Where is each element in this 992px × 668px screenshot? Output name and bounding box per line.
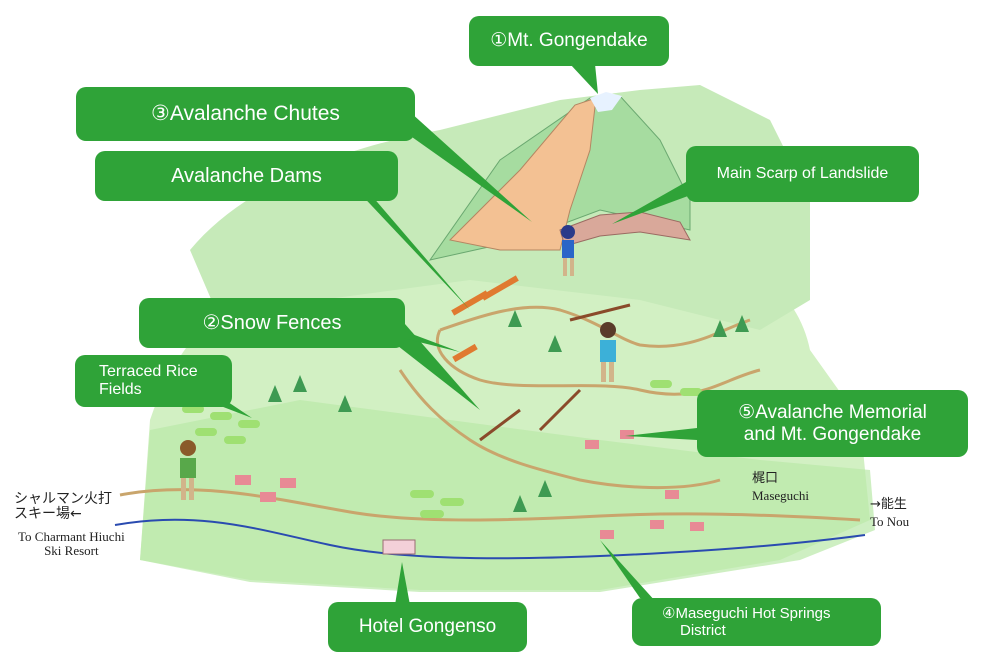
rice-field bbox=[195, 428, 217, 436]
pointer-hot-springs bbox=[600, 540, 656, 602]
pointer-avalanche-chutes bbox=[395, 112, 532, 222]
tree bbox=[538, 480, 552, 497]
rice-field bbox=[650, 380, 672, 388]
callout-avalanche-dams: Avalanche Dams bbox=[95, 151, 398, 201]
avalanche-dam bbox=[452, 343, 478, 363]
label-maseguchi: 梶口 Maseguchi bbox=[752, 472, 809, 502]
house bbox=[665, 490, 679, 499]
tree bbox=[508, 310, 522, 327]
rice-field bbox=[210, 412, 232, 420]
rice-field bbox=[238, 420, 260, 428]
tree bbox=[713, 320, 727, 337]
tree bbox=[735, 315, 749, 332]
pointer-avalanche-memorial bbox=[625, 428, 697, 440]
house bbox=[585, 440, 599, 449]
house bbox=[650, 520, 664, 529]
avalanche-dam bbox=[481, 275, 519, 301]
avalanche-dam bbox=[451, 290, 489, 316]
label-maseguchi-jp: 梶口 bbox=[752, 471, 779, 486]
pointer-hotel bbox=[395, 562, 410, 605]
tree bbox=[338, 395, 352, 412]
label-ski-resort-en: To Charmant Hiuchi Ski Resort bbox=[18, 530, 125, 557]
label-to-nou-jp: →能生 bbox=[870, 497, 907, 512]
callout-snow-fences: ②Snow Fences bbox=[139, 298, 405, 348]
snow-fence bbox=[479, 303, 631, 442]
label-ski-resort-en-line1: To Charmant Hiuchi bbox=[18, 529, 125, 544]
callout-snow-fences-label: ②Snow Fences bbox=[202, 311, 342, 334]
label-ski-resort-jp-line1: シャルマン火打 bbox=[14, 491, 112, 507]
summit-snow bbox=[590, 92, 622, 112]
label-ski-resort-en-line2: Ski Resort bbox=[44, 542, 99, 558]
tree bbox=[548, 335, 562, 352]
pointer-main-scarp bbox=[612, 182, 688, 224]
callout-terraced-rice-fields: Terraced Rice Fields bbox=[75, 355, 232, 407]
callout-hotel-gongenso-label: Hotel Gongenso bbox=[358, 616, 497, 638]
rice-field bbox=[224, 436, 246, 444]
house bbox=[600, 530, 614, 539]
valley-road bbox=[119, 488, 861, 522]
rice-field bbox=[680, 388, 702, 396]
tree bbox=[513, 495, 527, 512]
house bbox=[690, 522, 704, 531]
house bbox=[620, 430, 634, 439]
label-to-nou-en: To Nou bbox=[870, 513, 910, 529]
callout-maseguchi-hot-springs: ④Maseguchi Hot Springs District bbox=[632, 598, 881, 646]
label-ski-resort-jp-line2: スキー場← bbox=[14, 505, 82, 522]
label-maseguchi-en: Maseguchi bbox=[752, 487, 810, 503]
character-boy bbox=[180, 440, 196, 500]
landslide-scarp bbox=[559, 211, 691, 247]
callout-mt-gongendake-label: ①Mt. Gongendake bbox=[490, 30, 648, 52]
pointer-mt-gongendake bbox=[570, 64, 598, 94]
house bbox=[280, 478, 296, 488]
label-to-nou: →能生 To Nou bbox=[870, 498, 909, 528]
callout-main-scarp-label: Main Scarp of Landslide bbox=[716, 164, 889, 182]
callout-avalanche-dams-label: Avalanche Dams bbox=[171, 164, 322, 187]
avalanche-chute-area bbox=[448, 97, 597, 251]
callout-avalanche-chutes-label: ③Avalanche Chutes bbox=[151, 101, 340, 125]
house bbox=[235, 475, 251, 485]
house bbox=[260, 492, 276, 502]
side-road bbox=[398, 369, 721, 490]
tree bbox=[268, 385, 282, 402]
rice-field bbox=[440, 498, 464, 506]
callout-avalanche-chutes: ③Avalanche Chutes bbox=[76, 87, 415, 141]
pointer-avalanche-dams bbox=[355, 188, 470, 310]
callout-terraced-rice-fields-line1: Terraced Rice bbox=[99, 362, 198, 380]
river bbox=[114, 518, 866, 560]
character-girl-on-summit bbox=[561, 225, 575, 276]
callout-hotel-gongenso: Hotel Gongenso bbox=[328, 602, 527, 652]
label-ski-resort-jp: シャルマン火打 スキー場← bbox=[14, 492, 112, 521]
character-woman bbox=[600, 322, 616, 382]
callout-mt-gongendake: ①Mt. Gongendake bbox=[469, 16, 669, 66]
rice-field bbox=[410, 490, 434, 498]
callout-main-scarp: Main Scarp of Landslide bbox=[686, 146, 919, 202]
callout-maseguchi-hot-springs-line2: District bbox=[680, 622, 726, 639]
callout-avalanche-memorial-line2: and Mt. Gongendake bbox=[743, 423, 922, 445]
rice-field bbox=[182, 405, 204, 413]
callout-maseguchi-hot-springs-line1: ④Maseguchi Hot Springs bbox=[662, 604, 831, 622]
callout-avalanche-memorial: ⑤Avalanche Memorial and Mt. Gongendake bbox=[697, 390, 968, 457]
hotel-building bbox=[382, 539, 416, 555]
callout-avalanche-memorial-line1: ⑤Avalanche Memorial bbox=[738, 401, 927, 423]
rice-field bbox=[420, 510, 444, 518]
pointer-snow-fences bbox=[380, 316, 480, 410]
callout-terraced-rice-fields-line2: Fields bbox=[99, 381, 142, 398]
tree bbox=[293, 375, 307, 392]
